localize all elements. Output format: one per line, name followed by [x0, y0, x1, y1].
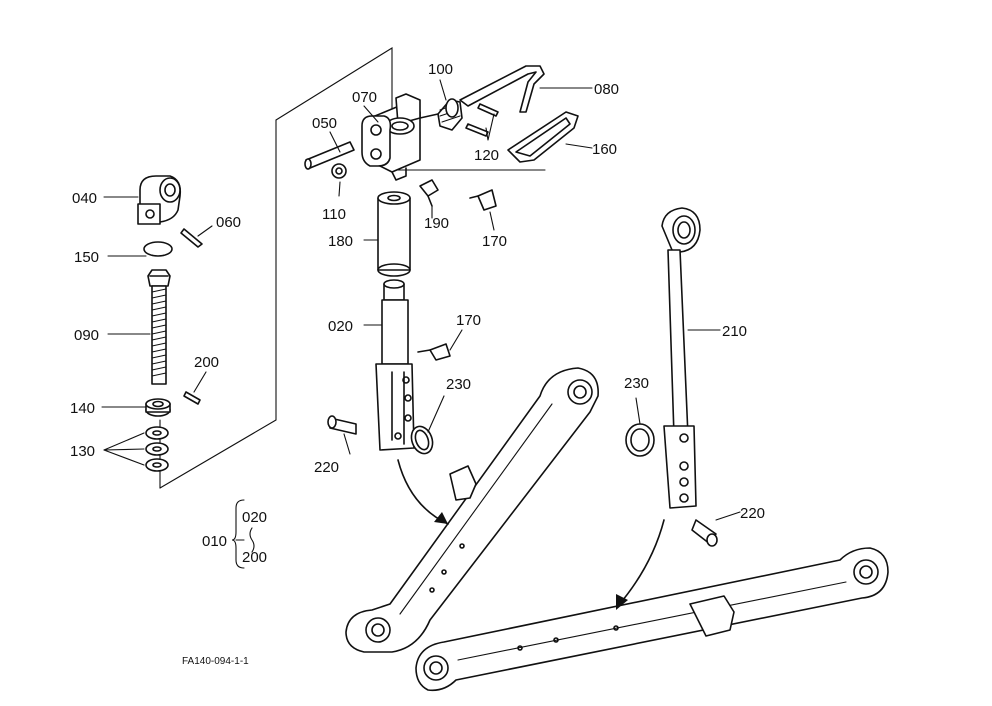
label-010: 010: [202, 533, 227, 550]
label-120: 120: [474, 147, 499, 164]
label-080: 080: [594, 81, 619, 98]
screw-threads: [151, 288, 167, 377]
range-bracket-010: [231, 499, 255, 569]
label-020: 020: [328, 318, 353, 335]
label-170-top: 170: [482, 233, 507, 250]
part-150-washer: [143, 241, 173, 257]
label-220-left: 220: [314, 459, 339, 476]
leader-lines: [101, 79, 741, 541]
part-110-nut: [331, 163, 347, 179]
part-100-gear: [419, 98, 463, 131]
label-060: 060: [216, 214, 241, 231]
label-070: 070: [352, 89, 377, 106]
assembly-arrow-right: [616, 519, 665, 610]
part-220-pin-right: [691, 519, 718, 547]
label-050: 050: [312, 115, 337, 132]
label-210: 210: [722, 323, 747, 340]
part-190-bolt: [419, 179, 439, 207]
part-080-handle: [459, 65, 545, 113]
label-190: 190: [424, 215, 449, 232]
assembly-arrow-left: [397, 459, 449, 525]
part-labels: 040 060 150 090 200 140 130 050 070 100 …: [70, 61, 765, 667]
part-210-link: [661, 207, 701, 509]
label-040: 040: [72, 190, 97, 207]
part-130-washers: [145, 426, 169, 472]
part-160-link: [507, 111, 579, 163]
part-120-pins: [465, 103, 499, 137]
label-230-right: 230: [624, 375, 649, 392]
label-range-start-020: 020: [242, 509, 267, 526]
part-070-housing: [361, 93, 421, 181]
part-180-tube: [377, 191, 411, 277]
label-110: 110: [322, 206, 346, 223]
assembly-frame: [159, 47, 546, 489]
part-230-ring-right: [625, 423, 655, 457]
label-100: 100: [428, 61, 453, 78]
lower-arm-left: [345, 367, 599, 653]
part-020-lower-rod: [375, 279, 415, 451]
label-220-right: 220: [740, 505, 765, 522]
figure-code: FA140-094-1-1: [182, 656, 249, 667]
label-230-left: 230: [446, 376, 471, 393]
lower-arm-right: [415, 547, 889, 692]
part-170-fitting-top: [469, 189, 497, 211]
part-200-pin: [183, 391, 201, 405]
label-160: 160: [592, 141, 617, 158]
label-180: 180: [328, 233, 353, 250]
part-140-nut: [145, 398, 171, 417]
part-050-pin: [304, 141, 355, 170]
label-150: 150: [74, 249, 99, 266]
part-060-pin: [180, 228, 203, 248]
label-200: 200: [194, 354, 219, 371]
label-130: 130: [70, 443, 95, 460]
label-170-mid: 170: [456, 312, 481, 329]
part-170-fitting-mid: [417, 343, 451, 361]
part-090-screw: [147, 269, 171, 385]
part-220-pin-left: [327, 415, 357, 435]
label-range-end-200: 200: [242, 549, 267, 566]
label-090: 090: [74, 327, 99, 344]
part-230-ring-left: [410, 425, 434, 455]
part-040-rod-end: [137, 175, 182, 225]
label-140: 140: [70, 400, 95, 417]
